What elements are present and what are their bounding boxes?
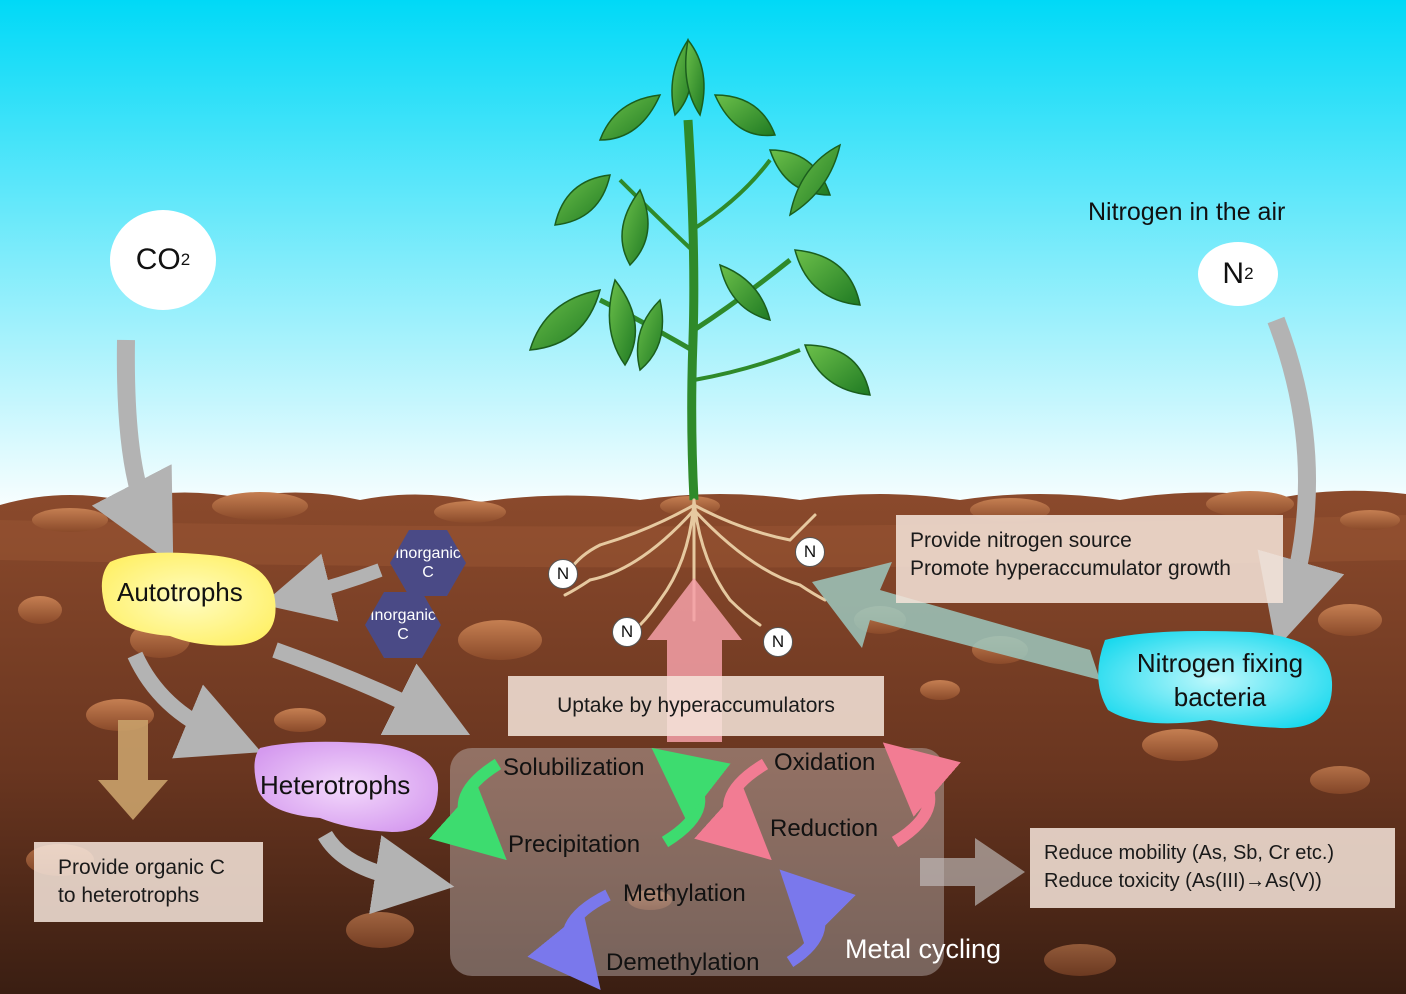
nitrogen-fixing-bacteria-label: Nitrogen fixing bacteria <box>1110 646 1330 714</box>
demethylation-label: Demethylation <box>606 949 760 976</box>
oxidation-label: Oxidation <box>774 749 876 776</box>
bacteria-to-roots-arrow <box>812 562 1100 680</box>
nitrogen-source-note-line: Promote hyperaccumulator growth <box>910 557 1231 580</box>
root-nitrogen-node: N <box>612 617 642 647</box>
reduce-mobility-note-line: Reduce mobility (As, Sb, Cr etc.) <box>1044 842 1335 864</box>
uptake-note: Uptake by hyperaccumulators <box>508 676 884 736</box>
inorganic-carbon-symbol: C <box>422 564 434 581</box>
roots <box>563 498 827 627</box>
demethylation-cycle-arrow <box>779 869 856 968</box>
soil-stones <box>18 491 1400 976</box>
autotrophs-to-cycling-arrow <box>272 642 471 736</box>
precipitation-label: Precipitation <box>508 831 641 858</box>
nitrogen-source-note: Provide nitrogen source Promote hyperacc… <box>896 515 1283 603</box>
bacteria-label-line: bacteria <box>1173 682 1267 712</box>
heterotrophs-to-cycling-arrow <box>318 830 455 915</box>
plant <box>528 38 871 501</box>
heterotrophs-label: Heterotrophs <box>260 770 411 800</box>
co2-subscript: 2 <box>180 250 191 269</box>
cycling-to-note-arrow <box>920 838 1025 906</box>
organic-carbon-note-line: Provide organic C <box>58 856 225 879</box>
autotrophs-to-heterotrophs-arrow <box>127 651 262 759</box>
reduce-mobility-note: Reduce mobility (As, Sb, Cr etc.) Reduce… <box>1030 828 1395 908</box>
bacteria-label-line: Nitrogen fixing <box>1136 648 1304 678</box>
inorganic-carbon-label: Inorganic <box>370 607 436 624</box>
root-nitrogen-node: N <box>763 627 793 657</box>
n2-subscript: 2 <box>1244 264 1254 283</box>
reduce-mobility-note-line: Reduce toxicity (As(III)→As(V)) <box>1044 870 1322 892</box>
reduction-label: Reduction <box>770 815 879 842</box>
n2-label: N <box>1222 257 1245 290</box>
metal-cycling-title: Metal cycling <box>845 934 1002 964</box>
solubilization-label: Solubilization <box>503 754 645 781</box>
root-nitrogen-node: N <box>548 559 578 589</box>
inorganic-to-autotrophs-arrow <box>261 553 383 622</box>
methylation-cycle-arrow <box>527 889 611 990</box>
inorganic-carbon-symbol: C <box>397 626 409 643</box>
reduction-cycle-arrow <box>882 742 961 848</box>
autotrophs-label: Autotrophs <box>117 577 243 607</box>
organic-carbon-note: Provide organic C to heterotrophs <box>34 842 263 922</box>
nitrogen-source-note-line: Provide nitrogen source <box>910 529 1132 552</box>
heterotrophs-blob <box>254 741 439 832</box>
organic-carbon-note-line: to heterotrophs <box>58 884 200 907</box>
inorganic-carbon-label: Inorganic <box>395 545 461 562</box>
bacteria-blob <box>1098 631 1333 729</box>
root-nitrogen-node: N <box>795 537 825 567</box>
methylation-label: Methylation <box>623 880 746 907</box>
co2-arrow <box>91 339 174 565</box>
autotrophs-blob <box>101 552 276 646</box>
solubilization-cycle-arrow <box>429 758 507 861</box>
nitrogen-air-label: Nitrogen in the air <box>1088 198 1286 226</box>
oxidation-cycle-arrow <box>694 758 772 861</box>
co2-label: CO <box>135 243 181 276</box>
uptake-label: Uptake by hyperaccumulators <box>557 694 835 717</box>
n2-arrow <box>1257 316 1345 649</box>
organic-c-arrow <box>98 720 168 820</box>
